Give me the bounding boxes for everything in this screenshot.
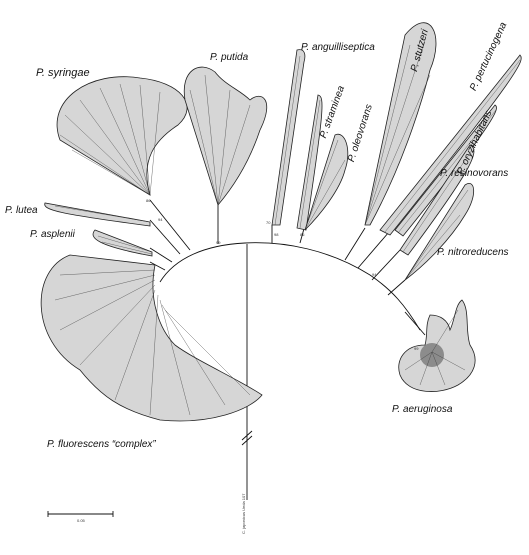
clade-shape-oryzihabitans [394, 104, 497, 237]
clade-label-putida: P. putida [210, 52, 249, 63]
bootstrap-straminea: 98 [274, 232, 279, 237]
clade-label-anguilliseptica: P. anguilliseptica [301, 42, 375, 53]
outgroup-break-2 [241, 435, 253, 446]
clade-shape-lutea [44, 202, 151, 227]
clade-shape-asplenii [92, 229, 153, 257]
bootstrap-putida: 99 [216, 240, 221, 245]
backbone-arc [159, 242, 421, 331]
scale-bar-label: 0.05 [77, 518, 85, 523]
scale-bar [47, 511, 114, 517]
bootstrap-nitroreducens: 94 [372, 272, 377, 277]
clade-label-aeruginosa: P. aeruginosa [392, 404, 453, 415]
bootstrap-oleovorans: 86 [300, 232, 305, 237]
clade-stems [149, 199, 426, 336]
clade-label-fluorescens: P. fluorescens “complex” [47, 439, 156, 450]
clade-shape-straminea [296, 94, 323, 231]
clade-shape-fluorescens [40, 254, 263, 422]
clade-shape-aeruginosa [398, 299, 476, 392]
clade-shape-oleovorans [304, 133, 349, 231]
outgroup-break-1 [241, 430, 253, 441]
clade-label-nitroreducens: P. nitroreducens [437, 247, 509, 258]
clade-shape-putida [183, 66, 268, 206]
bootstrap-lutea: 94 [158, 217, 163, 222]
bootstrap-aeruginosa: 99 [414, 346, 419, 351]
clade-label-lutea: P. lutea [5, 205, 38, 216]
clade-shape-pertucinogena [379, 54, 522, 236]
clade-shape-nitroreducens [404, 183, 475, 281]
clade-shape-anguilliseptica [271, 49, 306, 226]
clade-shape-resinovorans [399, 144, 475, 256]
clade-shape-stutzeri [364, 22, 437, 226]
clade-shape-syringae [56, 76, 188, 196]
outgroup-label: C. japonicus Ueda 107 [241, 493, 246, 534]
clade-label-asplenii: P. asplenii [30, 229, 75, 240]
bootstrap-syringae: 86 [146, 198, 151, 203]
clade-label-syringae: P. syringae [36, 67, 90, 79]
bootstrap-anguilliseptica: 70 [266, 220, 271, 225]
clade-label-resinovorans: P. resinovorans [440, 168, 509, 179]
